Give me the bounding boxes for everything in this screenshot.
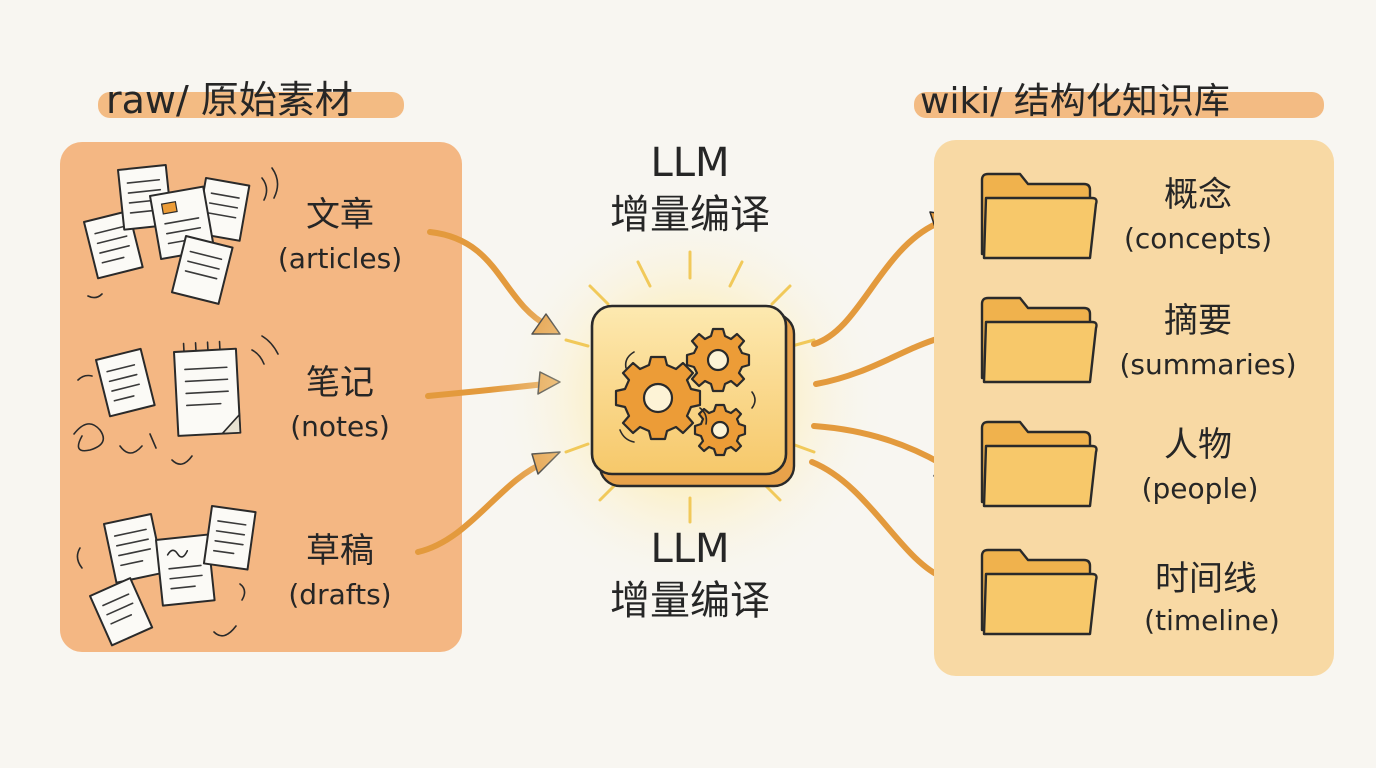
raw-panel-title: raw/ 原始素材 — [106, 78, 353, 122]
arrow-llm-to-people — [811, 423, 945, 467]
drafts-label-en: (drafts) — [288, 578, 391, 611]
drafts-icon — [76, 505, 257, 647]
llm-top-label: LLM — [650, 140, 729, 186]
summaries-label-en: (summaries) — [1120, 348, 1297, 381]
articles-label-en: (articles) — [278, 242, 402, 275]
llm-engine — [490, 198, 890, 598]
arrow-llm-to-concepts — [811, 221, 939, 347]
arrow-llm-to-summaries — [813, 335, 943, 387]
wiki-title-highlight — [914, 92, 1324, 118]
notes-label-cn: 笔记 — [306, 363, 374, 403]
glow-rays — [564, 250, 816, 524]
people-label-en: (people) — [1142, 472, 1259, 505]
summaries-label-cn: 摘要 — [1164, 301, 1232, 341]
timeline-label-cn: 时间线 — [1155, 559, 1257, 599]
timeline-folder-icon — [980, 548, 1098, 636]
concepts-folder-icon — [980, 172, 1098, 260]
gears-icon — [614, 327, 756, 457]
wiki-panel: wiki/ 结构化知识库 概念 (concepts) 摘要 (summaries… — [914, 81, 1334, 676]
people-folder-icon — [980, 420, 1098, 508]
compile-top-label: 增量编译 — [610, 192, 770, 238]
compile-bottom-label: 增量编译 — [610, 578, 770, 624]
timeline-label-en: (timeline) — [1144, 604, 1280, 637]
raw-panel-background — [60, 142, 462, 652]
articles-icon — [83, 163, 279, 305]
llm-bottom-label: LLM — [650, 526, 729, 572]
people-label-cn: 人物 — [1164, 425, 1232, 465]
notes-icon — [73, 335, 279, 465]
drafts-label-cn: 草稿 — [306, 531, 374, 571]
concepts-label-en: (concepts) — [1124, 222, 1272, 255]
arrow-llm-to-timeline — [809, 459, 947, 581]
raw-title-highlight — [98, 92, 404, 118]
articles-label-cn: 文章 — [306, 195, 374, 235]
notes-label-en: (notes) — [290, 410, 390, 443]
concepts-label-cn: 概念 — [1164, 175, 1232, 215]
wiki-panel-title: wiki/ 结构化知识库 — [920, 81, 1230, 122]
wiki-panel-background — [934, 140, 1334, 676]
summaries-folder-icon — [980, 296, 1098, 384]
raw-panel: raw/ 原始素材 文章 (articles) 笔记 (notes) — [60, 78, 462, 652]
